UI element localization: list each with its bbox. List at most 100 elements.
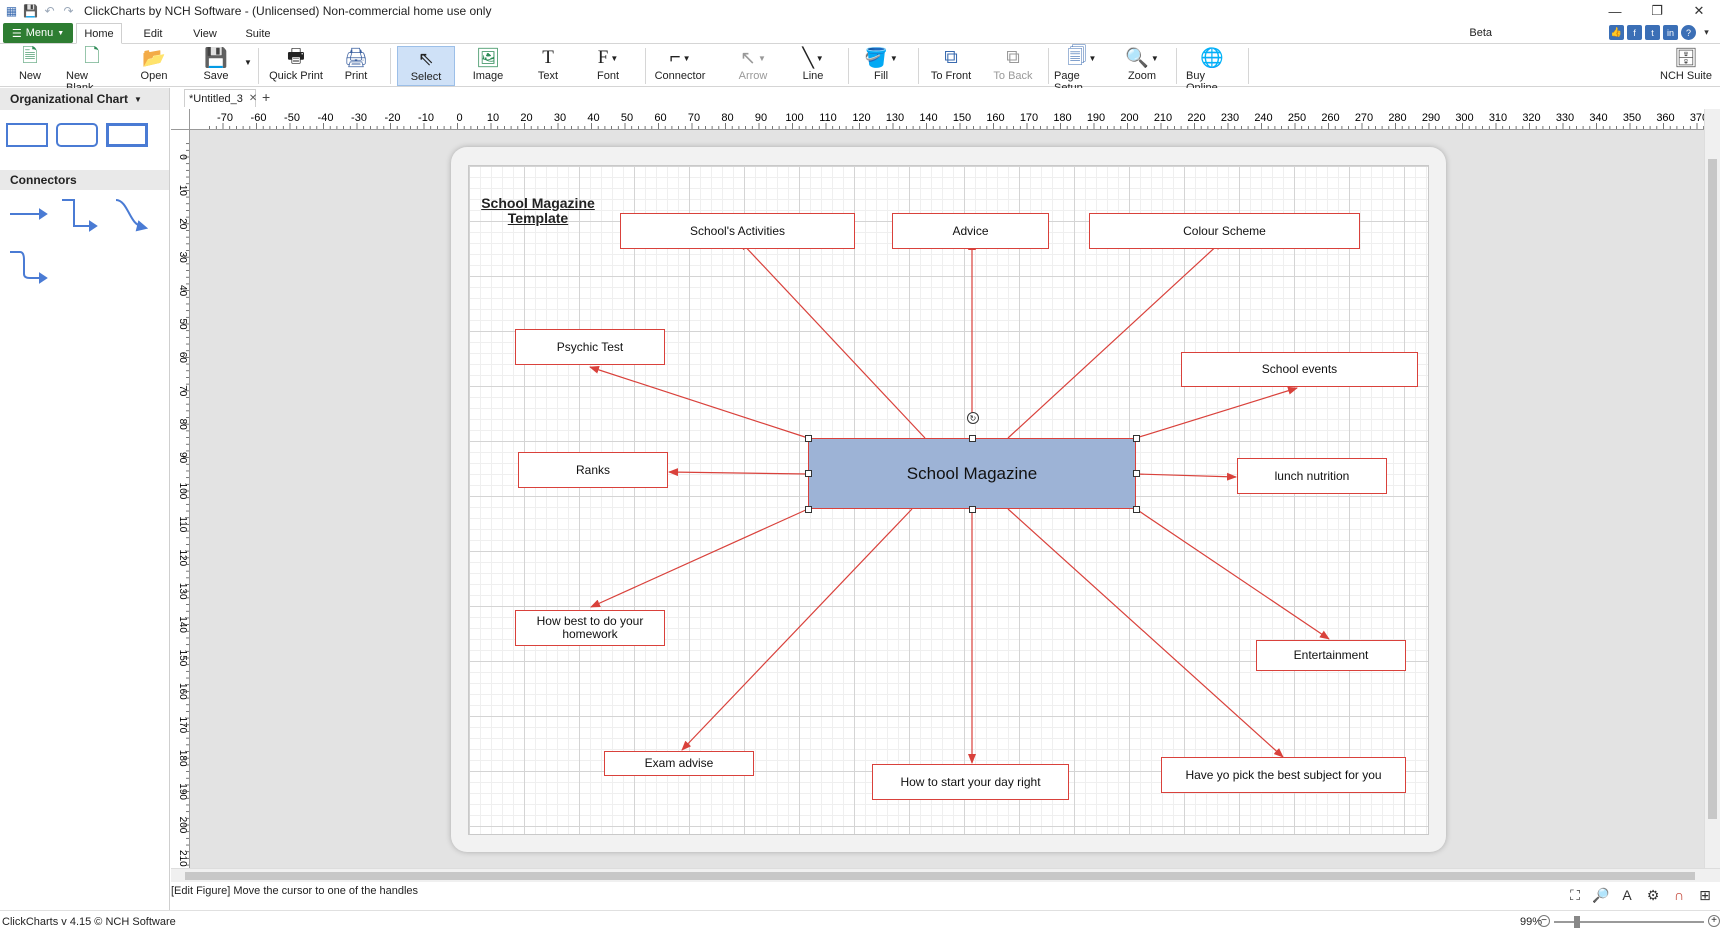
- preview-icon[interactable]: 🔎: [1592, 886, 1610, 903]
- shapes-panel: Organizational Chart ▼ Connectors: [0, 88, 170, 910]
- font-button[interactable]: F▼ Font: [596, 47, 619, 82]
- edge-ranks[interactable]: [668, 468, 809, 477]
- elbow-curved-connector[interactable]: [10, 251, 48, 284]
- resize-handle-e[interactable]: [1133, 470, 1140, 477]
- center-node-selected[interactable]: School Magazine: [808, 438, 1136, 509]
- straight-connector[interactable]: [10, 208, 48, 220]
- shape-rounded-rectangle[interactable]: [56, 123, 98, 147]
- node-colour-scheme[interactable]: Colour Scheme: [1089, 213, 1360, 249]
- layout-icon[interactable]: ⊞: [1699, 886, 1711, 903]
- line-button[interactable]: ╲▼ Line: [802, 47, 824, 83]
- save-quick-icon[interactable]: 💾: [23, 4, 38, 18]
- text-tool-icon[interactable]: A: [1622, 887, 1632, 903]
- edge-schools-activities[interactable]: [739, 240, 926, 439]
- restore-icon[interactable]: ❐: [1651, 3, 1663, 18]
- drawing-canvas[interactable]: School Magazine Template School's Activi…: [190, 130, 1704, 868]
- tab-home[interactable]: Home: [76, 23, 122, 44]
- edge-homework[interactable]: [590, 508, 809, 608]
- zoom-in-icon[interactable]: +: [1708, 915, 1720, 927]
- redo-icon[interactable]: ↷: [63, 4, 74, 18]
- line-icon: ╲▼: [802, 47, 824, 69]
- vertical-scroll-thumb[interactable]: [1708, 159, 1717, 819]
- resize-handle-se[interactable]: [1133, 506, 1140, 513]
- text-button[interactable]: T Text: [537, 47, 559, 82]
- grid-settings-icon[interactable]: ⚙: [1646, 886, 1660, 903]
- twitter-icon[interactable]: t: [1645, 25, 1660, 40]
- resize-handle-w[interactable]: [805, 470, 812, 477]
- edge-exam-advise[interactable]: [681, 508, 913, 751]
- new-button[interactable]: 🗎 New: [18, 46, 41, 82]
- help-dropdown-icon[interactable]: ▾: [1704, 27, 1709, 37]
- zoom-slider[interactable]: [1554, 916, 1704, 928]
- curved-connector[interactable]: [115, 199, 149, 232]
- save-button[interactable]: 💾 Save: [203, 48, 229, 82]
- node-psychic-test[interactable]: Psychic Test: [515, 329, 665, 365]
- zoom-level[interactable]: 99%: [1519, 916, 1542, 928]
- edge-colour-scheme[interactable]: [1007, 240, 1223, 439]
- zoom-button[interactable]: 🔍▼ Zoom: [1125, 48, 1159, 82]
- new-blank-button[interactable]: 🗋 New Blank: [66, 46, 100, 94]
- nch-suite-button[interactable]: 🗄 NCH Suite: [1660, 48, 1712, 82]
- page-setup-button[interactable]: 🗐▼ Page Setup: [1054, 46, 1097, 94]
- diagram-title[interactable]: School Magazine Template: [481, 195, 595, 226]
- node-start-day[interactable]: How to start your day right: [872, 764, 1069, 800]
- snap-magnet-icon[interactable]: ∩: [1673, 887, 1685, 903]
- quick-print-button[interactable]: 🖶 Quick Print: [269, 46, 323, 82]
- elbow-connector[interactable]: [62, 199, 98, 232]
- minimize-icon[interactable]: —: [1608, 3, 1622, 19]
- connector-button[interactable]: ⌐▼ Connector: [654, 47, 706, 82]
- open-button[interactable]: 📂 Open: [140, 48, 168, 82]
- help-icon[interactable]: ?: [1681, 25, 1696, 40]
- node-entertainment[interactable]: Entertainment: [1256, 640, 1406, 671]
- tab-edit[interactable]: Edit: [143, 27, 163, 40]
- resize-handle-nw[interactable]: [805, 435, 812, 442]
- shape-rectangle[interactable]: [6, 123, 48, 147]
- tab-suite[interactable]: Suite: [245, 27, 271, 40]
- select-button[interactable]: ⇖ Select: [397, 46, 455, 86]
- add-tab-button[interactable]: +: [262, 89, 271, 105]
- node-schools-activities[interactable]: School's Activities: [620, 213, 855, 249]
- tab-view[interactable]: View: [193, 27, 217, 40]
- node-homework[interactable]: How best to do your homework: [515, 610, 665, 646]
- node-advice[interactable]: Advice: [892, 213, 1049, 249]
- document-tab[interactable]: *Untitled_3 ✕: [184, 89, 258, 107]
- node-ranks[interactable]: Ranks: [518, 452, 668, 488]
- print-button[interactable]: 🖨 Print: [343, 48, 369, 82]
- save-dropdown-icon[interactable]: ▼: [244, 58, 252, 67]
- node-exam-advise[interactable]: Exam advise: [604, 751, 754, 776]
- node-best-subject[interactable]: Have yo pick the best subject for you: [1161, 757, 1406, 793]
- node-lunch-nutrition[interactable]: lunch nutrition: [1237, 458, 1387, 494]
- zoom-slider-knob[interactable]: [1574, 916, 1580, 928]
- rotate-handle-icon[interactable]: ↻: [967, 412, 979, 424]
- horizontal-scroll-thumb[interactable]: [185, 872, 1695, 880]
- to-back-button[interactable]: ⧉ To Back: [993, 47, 1033, 82]
- arrow-button[interactable]: ↖▼ Arrow: [738, 47, 768, 83]
- resize-handle-s[interactable]: [969, 506, 976, 513]
- edge-psychic-test[interactable]: [589, 365, 809, 439]
- buy-online-button[interactable]: 🌐 Buy Online: [1186, 48, 1224, 94]
- shapes-category-dropdown[interactable]: Organizational Chart ▼: [0, 88, 169, 110]
- zoom-out-icon[interactable]: −: [1538, 915, 1550, 927]
- edge-school-events[interactable]: [1135, 386, 1298, 439]
- to-front-button[interactable]: ⧉ To Front: [930, 47, 972, 82]
- edge-entertainment[interactable]: [1135, 508, 1330, 640]
- vertical-scrollbar[interactable]: [1704, 109, 1720, 868]
- fill-button[interactable]: 🪣▼ Fill: [864, 48, 898, 82]
- undo-icon[interactable]: ↶: [44, 4, 55, 18]
- edge-best-subject[interactable]: [1007, 508, 1284, 758]
- like-icon[interactable]: 👍: [1609, 25, 1624, 40]
- resize-handle-sw[interactable]: [805, 506, 812, 513]
- resize-handle-ne[interactable]: [1133, 435, 1140, 442]
- menu-button[interactable]: ☰ Menu ▼: [3, 23, 73, 43]
- close-tab-icon[interactable]: ✕: [248, 93, 258, 104]
- resize-handle-n[interactable]: [969, 435, 976, 442]
- facebook-icon[interactable]: f: [1627, 25, 1642, 40]
- image-button[interactable]: 🖼 Image: [472, 48, 504, 82]
- linkedin-icon[interactable]: in: [1663, 25, 1678, 40]
- edge-lunch-nutrition[interactable]: [1135, 472, 1237, 481]
- horizontal-scrollbar[interactable]: [171, 868, 1720, 882]
- node-school-events[interactable]: School events: [1181, 352, 1418, 387]
- shape-thick-rectangle[interactable]: [106, 123, 148, 147]
- close-icon[interactable]: ✕: [1693, 3, 1705, 18]
- fit-page-icon[interactable]: ⛶: [1570, 886, 1580, 903]
